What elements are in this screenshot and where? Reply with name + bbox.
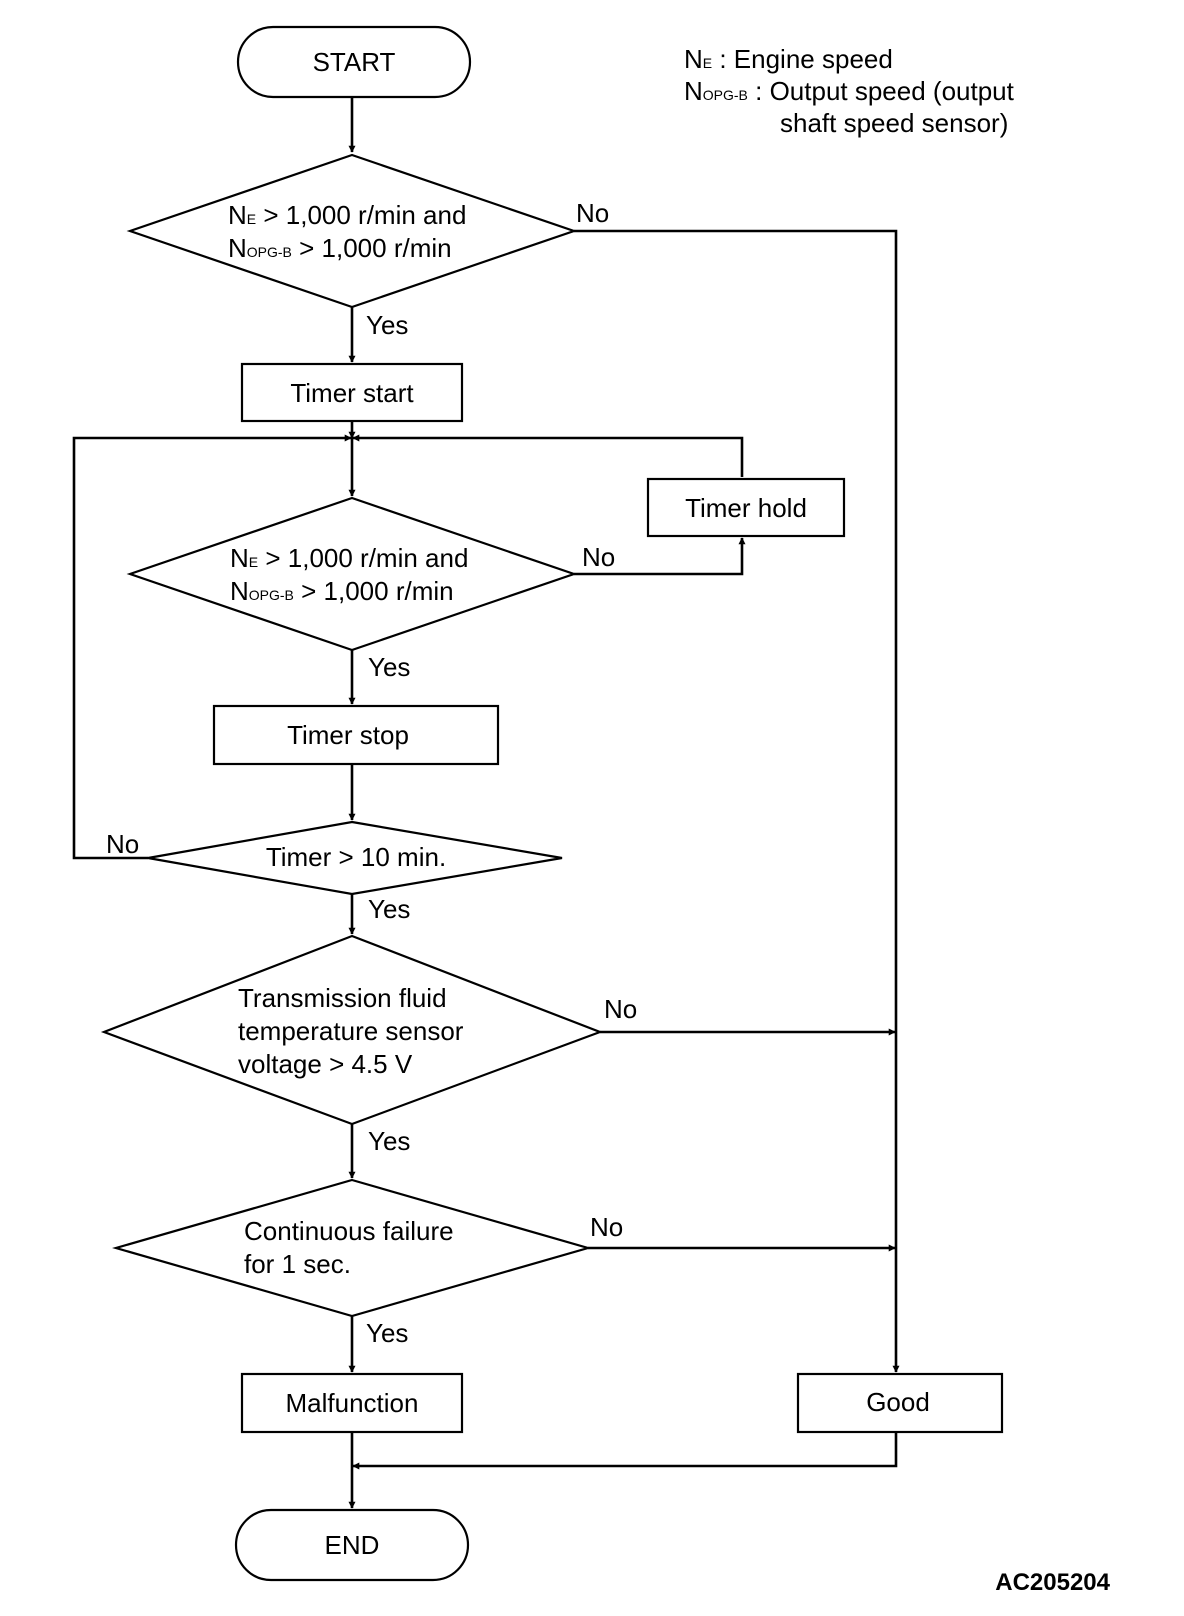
label-d1-yes: Yes [366,310,408,340]
start-label: START [313,47,396,77]
decision-5-line-1: Continuous failure [244,1216,454,1246]
node-good: Good [796,1372,1004,1434]
timer-stop-label: Timer stop [287,720,409,750]
node-decision-3: Timer > 10 min. [147,820,563,896]
decision-5-line-2: for 1 sec. [244,1249,351,1279]
label-d3-yes: Yes [368,894,410,924]
timer-stop-box [212,704,500,766]
edge-good-merge [352,1432,898,1470]
decision-3-label: Timer > 10 min. [266,842,446,872]
decision-2-line-2: NOPG-B > 1,000 r/min [230,576,454,606]
decision-4-shape [100,934,604,1126]
edge-timerhold-junction [352,434,744,477]
timer-start-box [240,362,464,423]
node-end: END [234,1508,470,1582]
decision-4-line-2: temperature sensor [238,1016,464,1046]
decision-1-line-1: NE > 1,000 r/min and [228,200,466,230]
timer-start-label: Timer start [290,378,414,408]
decision-1-line-2: NOPG-B > 1,000 r/min [228,233,452,263]
legend-ne: NE : Engine speed [684,44,893,74]
label-d2-yes: Yes [368,652,410,682]
label-d5-yes: Yes [366,1318,408,1348]
label-d1-no: No [576,198,609,228]
decision-4-line-1: Transmission fluid [238,983,447,1013]
node-timer-start: Timer start [240,362,464,423]
node-decision-1: NE > 1,000 r/min and NOPG-B > 1,000 r/mi… [126,153,578,309]
node-timer-hold: Timer hold [646,477,846,538]
good-box [796,1372,1004,1434]
label-d3-no: No [106,829,139,859]
node-malfunction: Malfunction [240,1372,464,1434]
label-d5-no: No [590,1212,623,1242]
end-terminal [234,1508,470,1582]
node-decision-2: NE > 1,000 r/min and NOPG-B > 1,000 r/mi… [126,496,578,652]
edge-labels: No Yes No Yes No Yes No Yes No Yes [106,198,637,1348]
malfunction-box [240,1372,464,1434]
decision-2-line-1: NE > 1,000 r/min and [230,543,468,573]
node-start: START [236,25,472,99]
timer-hold-box [646,477,846,538]
figure-code: AC205204 [995,1569,1110,1596]
malfunction-label: Malfunction [286,1388,419,1418]
edge-d1-good [574,229,900,1373]
decision-4-line-3: voltage > 4.5 V [238,1049,413,1079]
legend: NE : Engine speed NOPG-B : Output speed … [684,44,1015,138]
node-timer-stop: Timer stop [212,704,500,766]
decision-3-shape [147,820,563,896]
legend-nopg-cont: shaft speed sensor) [780,108,1008,138]
node-decision-5: Continuous failure for 1 sec. [112,1178,592,1318]
label-d4-yes: Yes [368,1126,410,1156]
edge-d3-loop [72,434,352,860]
start-terminal [236,25,472,99]
decision-2-shape [126,496,578,652]
edge-d2-timerhold [574,537,746,576]
legend-nopg: NOPG-B : Output speed (output [684,76,1015,106]
end-label: END [325,1530,380,1560]
label-d4-no: No [604,994,637,1024]
connectors [72,97,900,1509]
node-decision-4: Transmission fluid temperature sensor vo… [100,934,604,1126]
good-label: Good [866,1387,930,1417]
label-d2-no: No [582,542,615,572]
decision-5-shape [112,1178,592,1318]
timer-hold-label: Timer hold [685,493,807,523]
decision-1-shape [126,153,578,309]
